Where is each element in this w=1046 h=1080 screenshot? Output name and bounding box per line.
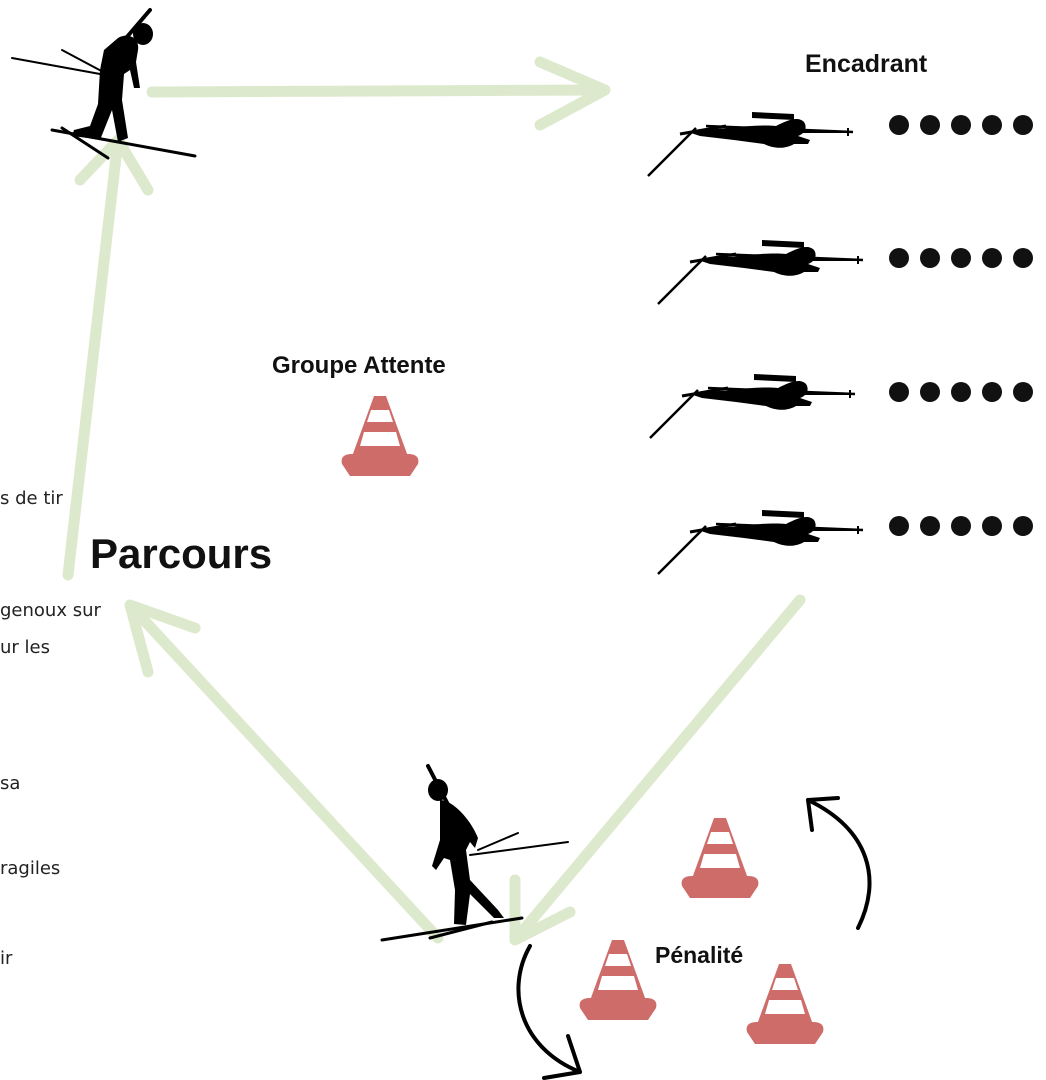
curved-arrow-icon: [0, 0, 1046, 1080]
